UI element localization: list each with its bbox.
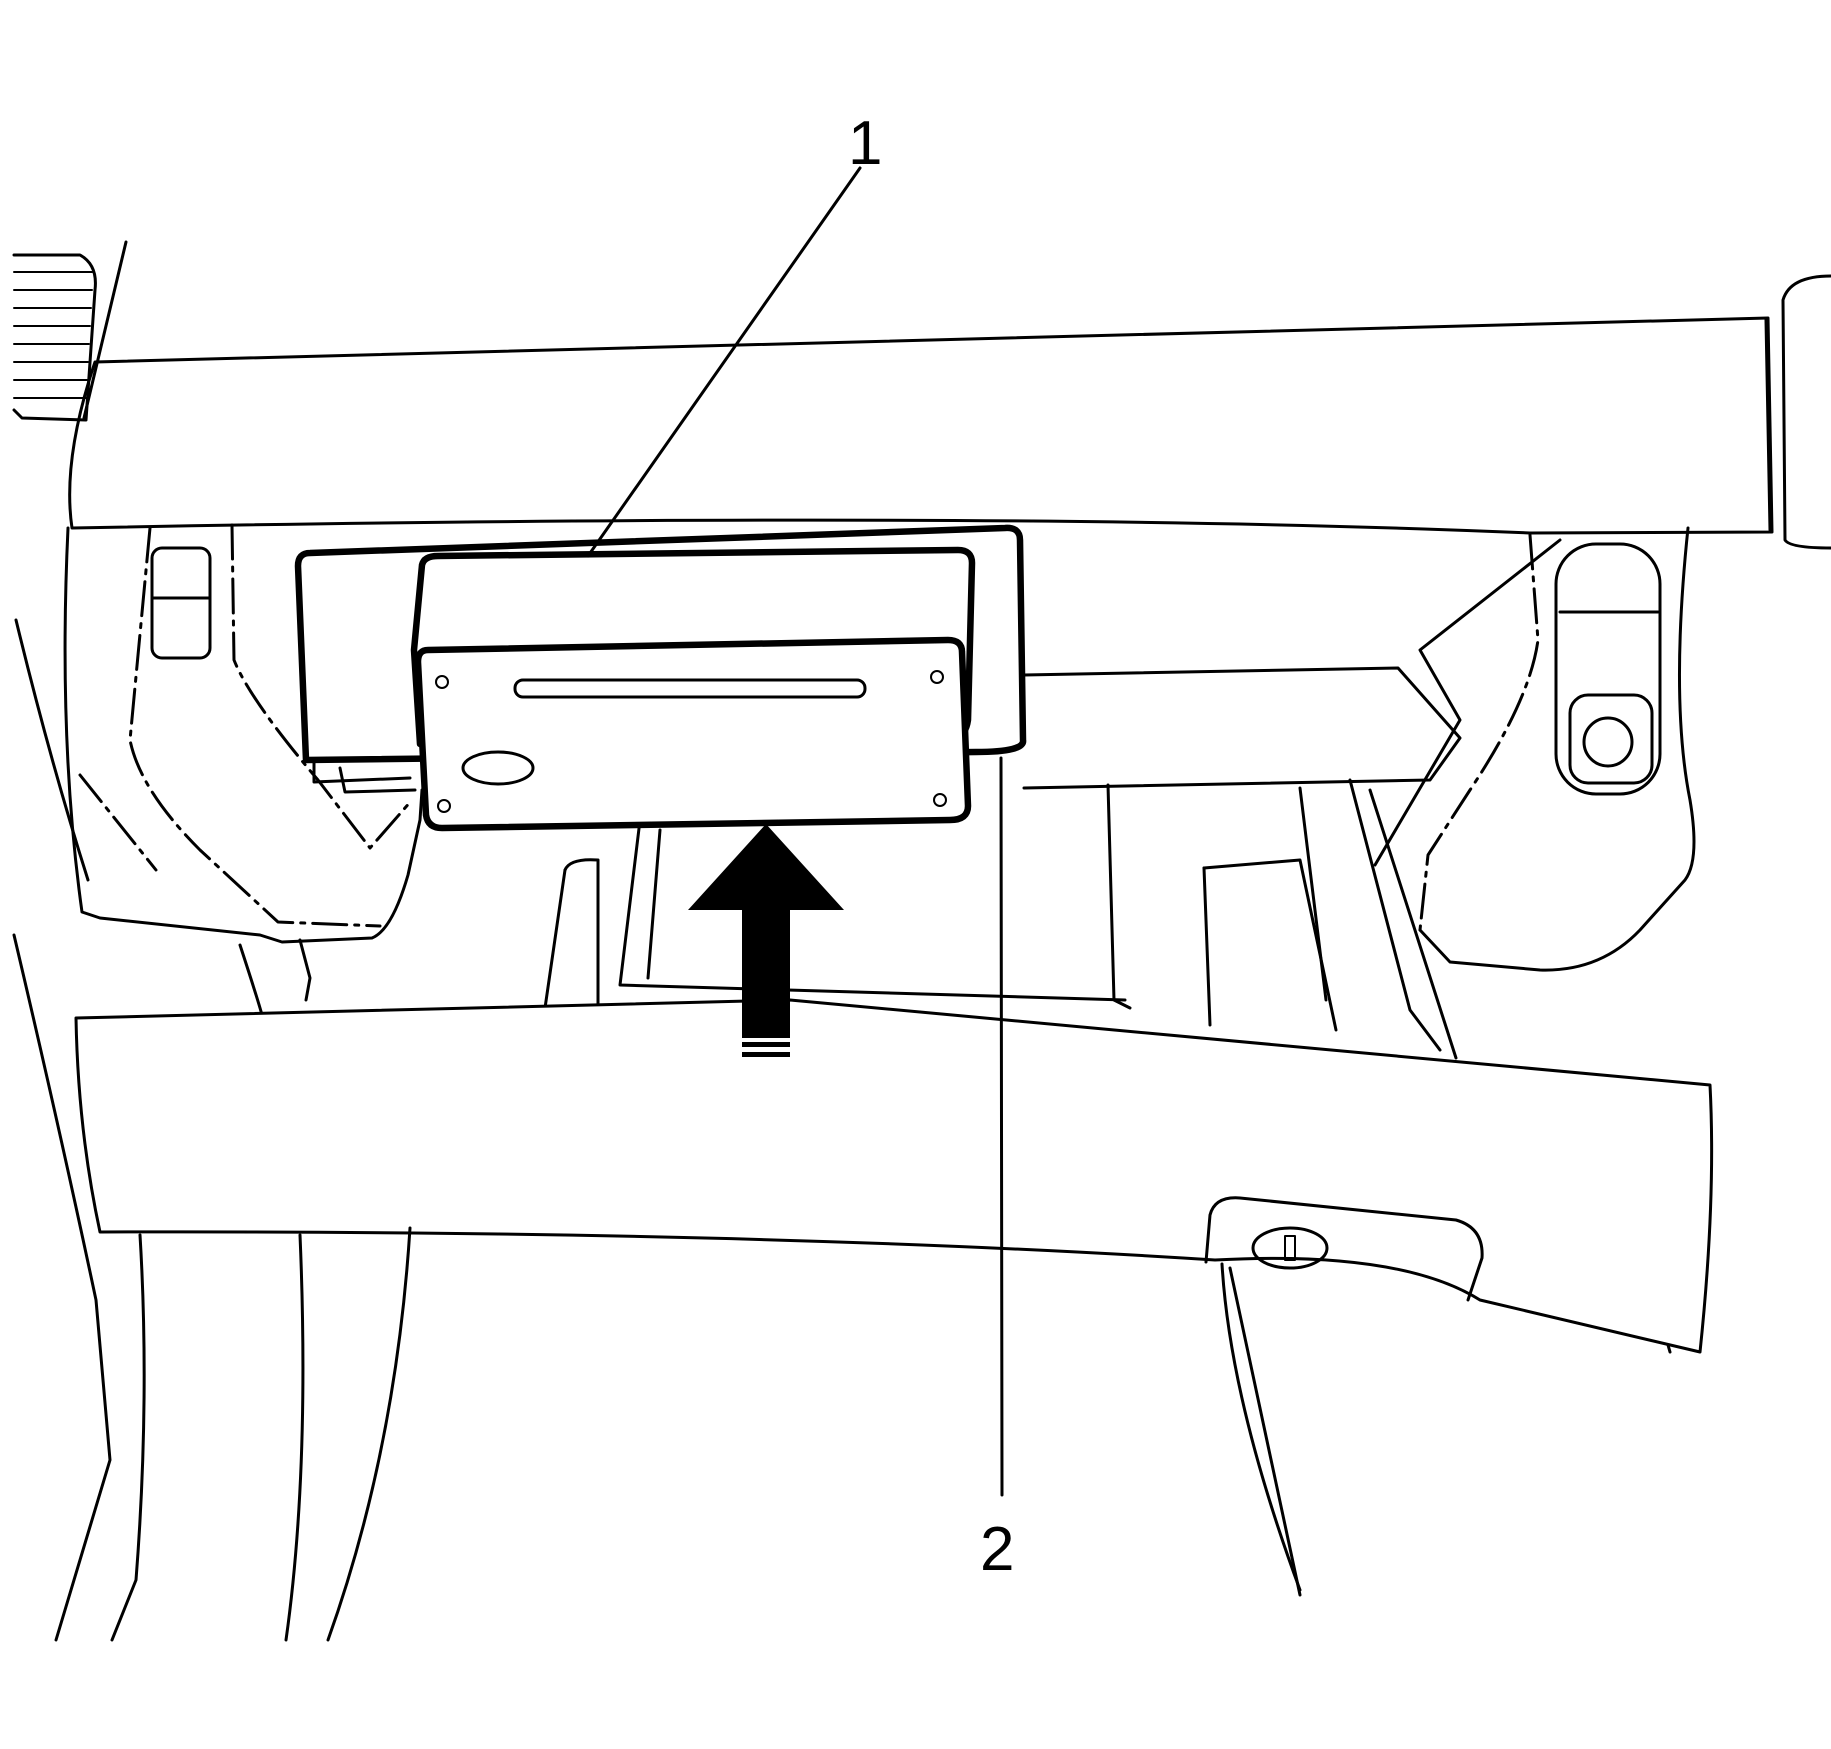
- right-pillar-trim: [1764, 274, 1831, 550]
- callout-2-leader: [999, 756, 1004, 1497]
- callout-2-label: 2: [980, 1515, 1014, 1584]
- install-direction-arrow: [688, 824, 844, 1057]
- callout-1-leader: [586, 166, 862, 558]
- lower-structure: [110, 1226, 1302, 1642]
- left-air-vent: [12, 240, 128, 422]
- radio-unit: [410, 546, 976, 832]
- callout-1-label: 1: [848, 109, 882, 178]
- right-lower-trim: [1298, 526, 1696, 1052]
- left-lower-trim: [12, 523, 424, 1642]
- upper-dash-panel: [68, 316, 1774, 535]
- lower-dash-panel: [74, 998, 1714, 1592]
- radio-cavity: [543, 666, 1462, 1060]
